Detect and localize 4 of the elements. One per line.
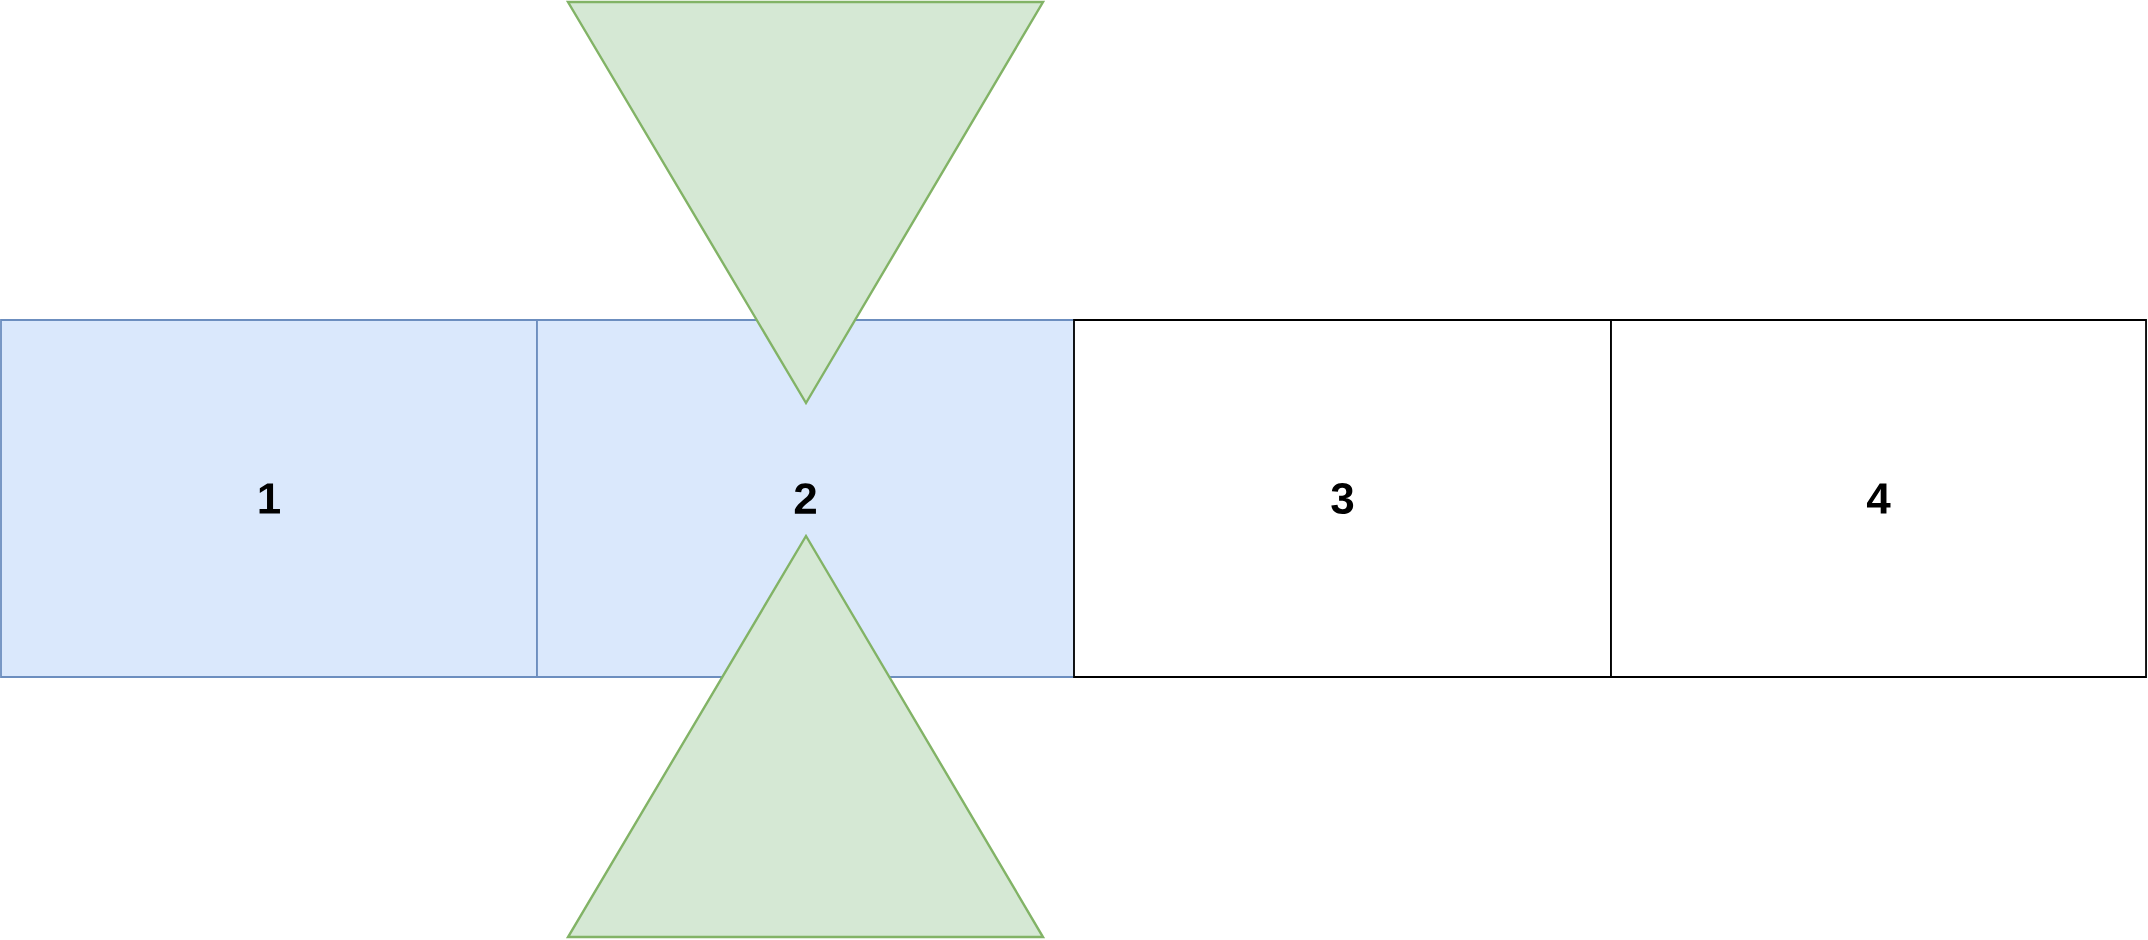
numbered-box: 3 (1073, 319, 1612, 678)
numbered-box: 2 (536, 319, 1075, 678)
numbered-box: 4 (1610, 319, 2147, 678)
numbered-box: 1 (0, 319, 538, 678)
